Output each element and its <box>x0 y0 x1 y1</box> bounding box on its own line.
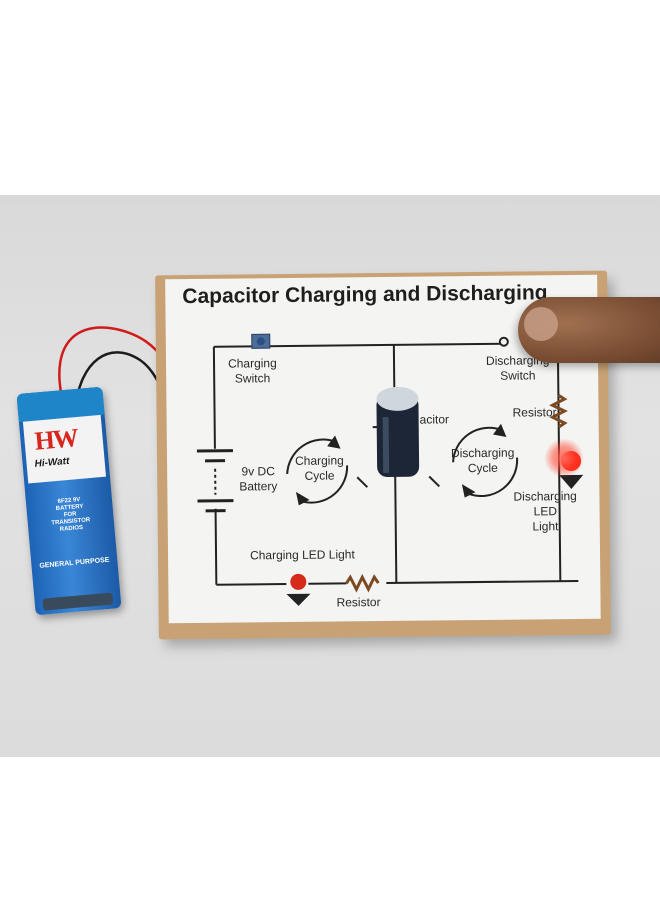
bottom-resistor-icon <box>345 573 380 593</box>
battery-label-area: HW Hi-Watt <box>22 414 107 484</box>
charging-switch-label-line2: Switch <box>234 371 271 386</box>
discharging-cycle-label-line1: Discharging <box>450 445 515 461</box>
battery-brand-name: Hi-Watt <box>34 455 70 470</box>
discharging-led-label-line2: LED <box>533 504 558 519</box>
capacitor-label: acitor <box>419 412 450 427</box>
discharging-led-label-line1: Discharging <box>513 488 577 504</box>
discharging-cycle-label: Discharging Cycle <box>451 446 515 477</box>
charging-cycle-label-line1: Charging <box>294 453 344 468</box>
charging-led-label: Charging LED Light <box>249 547 355 563</box>
capacitor-icon <box>356 386 441 488</box>
battery-symbol-icon <box>196 449 234 513</box>
bottom-resistor-label: Resistor <box>336 595 381 610</box>
charging-cycle-label-line2: Cycle <box>304 468 335 483</box>
right-resistor-icon <box>549 393 568 429</box>
discharging-led-label-line3: Light <box>532 519 559 534</box>
discharging-led-label: Discharging LED Light <box>513 489 577 535</box>
right-resistor-label: Resistor <box>512 405 557 420</box>
battery-brand-logo: HW <box>33 423 79 456</box>
charging-led-icon <box>286 573 311 606</box>
fingernail <box>524 307 558 341</box>
battery-tagline: GENERAL PURPOSE <box>39 556 110 570</box>
battery-base <box>42 592 114 611</box>
battery-label: 9v DC Battery <box>239 464 277 494</box>
charging-switch-icon <box>251 333 271 349</box>
charging-cycle-arrows-icon <box>286 435 349 506</box>
charging-switch-label: Charging Switch <box>228 356 277 387</box>
discharging-switch-label-line2: Switch <box>500 368 536 383</box>
led-glow <box>544 438 584 478</box>
battery-label-line2: Battery <box>239 479 278 494</box>
charging-cycle-label: Charging Cycle <box>295 453 344 484</box>
discharging-cycle-label-line2: Cycle <box>467 460 498 476</box>
charging-switch-label-line1: Charging <box>227 356 277 371</box>
battery-spec: 6F22 9V BATTERY FOR TRANSISTOR RADIOS <box>44 496 97 535</box>
battery-label-line1: 9v DC <box>241 464 275 479</box>
finger-pressing-switch <box>518 297 660 363</box>
discharging-cycle-arrows-icon <box>452 423 519 498</box>
